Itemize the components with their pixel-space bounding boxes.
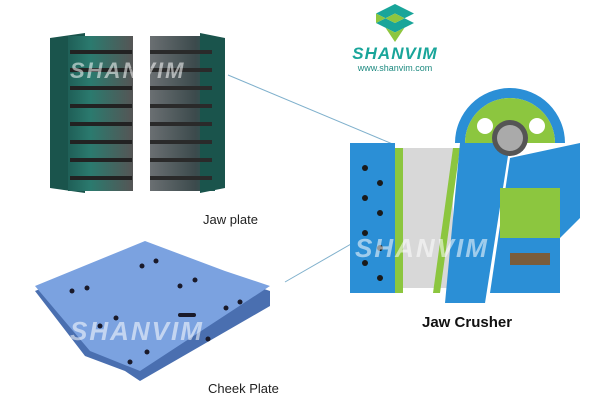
jaw-plate-watermark: SHANVIM xyxy=(70,58,186,83)
cheek-plate-watermark: SHANVIM xyxy=(70,316,204,346)
shanvim-logo-icon xyxy=(376,4,414,42)
jaw-crusher-diagram: SHANVIM xyxy=(345,88,595,303)
jaw-crusher-watermark: SHANVIM xyxy=(355,233,489,263)
brand-logo: SHANVIM www.shanvim.com xyxy=(340,4,450,74)
jaw-plate-image: SHANVIM xyxy=(40,28,230,198)
jaw-crusher-label: Jaw Crusher xyxy=(422,314,513,331)
cheek-plate-image: SHANVIM xyxy=(30,236,270,386)
cheek-plate-label: Cheek Plate xyxy=(208,381,279,396)
jaw-plate-label: Jaw plate xyxy=(203,212,258,227)
brand-name: SHANVIM xyxy=(352,44,438,63)
brand-url: www.shanvim.com xyxy=(357,63,433,73)
